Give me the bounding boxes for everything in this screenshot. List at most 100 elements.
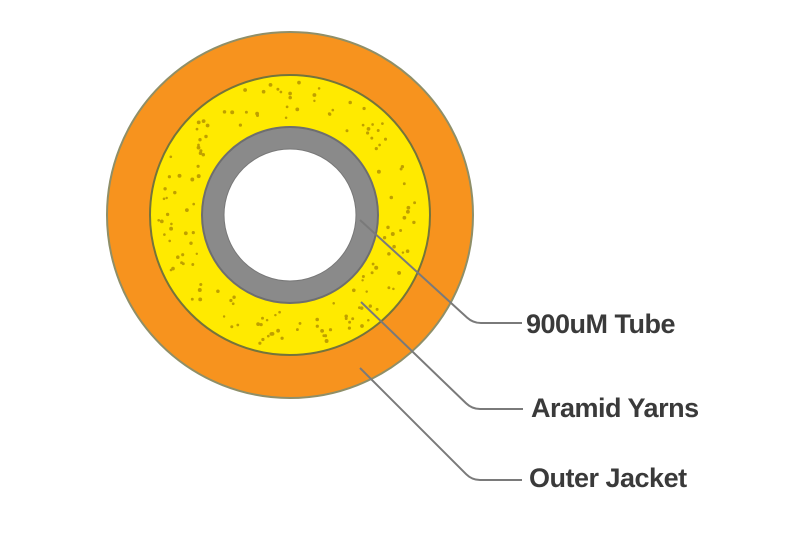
yarn-dot <box>328 328 333 332</box>
yarn-dot <box>386 225 390 230</box>
yarn-dot <box>347 326 351 330</box>
yarn-dot <box>315 317 319 322</box>
yarn-dot <box>374 147 378 151</box>
yarn-dot <box>382 236 387 240</box>
yarn-dot <box>359 306 364 310</box>
yarn-dot <box>371 262 375 266</box>
yarn-dot <box>413 201 417 205</box>
yarn-dot <box>276 87 280 91</box>
yarn-dot <box>163 187 167 191</box>
yarn-dot <box>198 297 203 302</box>
yarn-dot <box>189 241 193 245</box>
yarn-dot <box>284 116 288 119</box>
yarn-dot <box>195 252 198 255</box>
yarn-dot <box>397 270 402 275</box>
yarn-dot <box>366 127 371 131</box>
yarn-dot <box>197 288 202 292</box>
yarn-dot <box>199 149 203 153</box>
yarn-dot <box>285 105 289 109</box>
yarn-dot <box>191 263 195 266</box>
yarn-dot <box>331 108 335 112</box>
yarn-dot <box>360 324 364 328</box>
yarn-dot <box>280 336 284 340</box>
yarn-dot <box>378 143 381 147</box>
yarn-dot <box>315 324 319 328</box>
yarn-dot <box>165 196 168 200</box>
yarn-dot <box>279 90 283 94</box>
yarn-dot <box>157 218 161 222</box>
yarn-dot <box>278 310 281 314</box>
yarn-dot <box>288 91 292 96</box>
yarn-dot <box>370 136 374 140</box>
yarn-dot <box>197 143 200 147</box>
yarn-dot <box>276 328 280 333</box>
yarn-dot <box>376 129 380 132</box>
yarn-dot <box>288 95 292 100</box>
yarn-dot <box>196 164 200 168</box>
yarn-dot <box>261 89 266 94</box>
yarn-dot <box>201 152 206 157</box>
yarn-dot <box>368 304 372 308</box>
yarn-dot <box>317 87 321 90</box>
yarn-dot <box>274 313 277 317</box>
yarn-dot <box>181 262 185 266</box>
yarn-dot <box>351 288 356 293</box>
yarn-dot <box>399 167 403 171</box>
yarn-dot <box>177 173 182 178</box>
yarn-dot <box>387 286 391 290</box>
aramid-yarns-dots <box>157 80 417 345</box>
yarn-dot <box>244 110 248 114</box>
callout-line-aramid-yarns <box>360 301 523 410</box>
yarn-dot <box>344 317 348 321</box>
yarn-dot <box>371 123 374 126</box>
yarn-dot <box>258 341 262 345</box>
yarn-dot <box>392 244 396 249</box>
yarn-dot <box>198 138 202 142</box>
yarn-dot <box>196 120 201 125</box>
yarn-dot <box>205 123 210 128</box>
yarn-dot <box>390 232 395 236</box>
yarn-dot <box>198 151 203 155</box>
yarn-dot <box>265 318 269 322</box>
yarn-dot <box>351 317 355 321</box>
yarn-dot <box>185 208 189 212</box>
yarn-dot <box>259 322 263 327</box>
yarn-dot <box>269 332 274 336</box>
callout-label-900um-tube: 900uM Tube <box>526 308 676 339</box>
yarn-dot <box>190 297 194 301</box>
yarn-dot <box>324 339 329 343</box>
yarn-dot <box>374 265 379 270</box>
yarn-dot <box>183 231 188 236</box>
yarn-dot <box>376 169 381 174</box>
yarn-dot <box>168 239 172 243</box>
yarn-dot <box>405 249 410 253</box>
yarn-dot <box>328 112 332 116</box>
yarn-dot <box>367 318 370 322</box>
yarn-dot <box>400 165 405 169</box>
yarn-dot <box>229 298 233 303</box>
yarn-dot <box>191 231 195 235</box>
callout-line-outer-jacket <box>359 367 522 481</box>
yarn-dot <box>313 99 316 103</box>
yarn-dot <box>232 295 236 299</box>
yarn-dot <box>322 334 326 338</box>
yarn-dot <box>361 123 365 127</box>
yarn-dot <box>165 212 170 217</box>
yarn-dot <box>255 111 259 116</box>
yarn-dot <box>297 80 301 85</box>
yarn-dot <box>383 137 388 141</box>
yarn-dot <box>204 134 208 139</box>
yarn-dot <box>169 155 173 159</box>
yarn-dot <box>171 266 175 271</box>
yarn-dot <box>256 322 260 326</box>
yarn-dot <box>298 321 302 325</box>
yarn-dot <box>332 302 335 305</box>
yarn-dot <box>348 100 352 105</box>
yarn-dot <box>169 226 174 231</box>
yarn-dot <box>312 93 317 97</box>
yarn-dot <box>268 83 273 87</box>
yarn-dot <box>236 323 240 327</box>
yarn-dot <box>192 202 196 206</box>
